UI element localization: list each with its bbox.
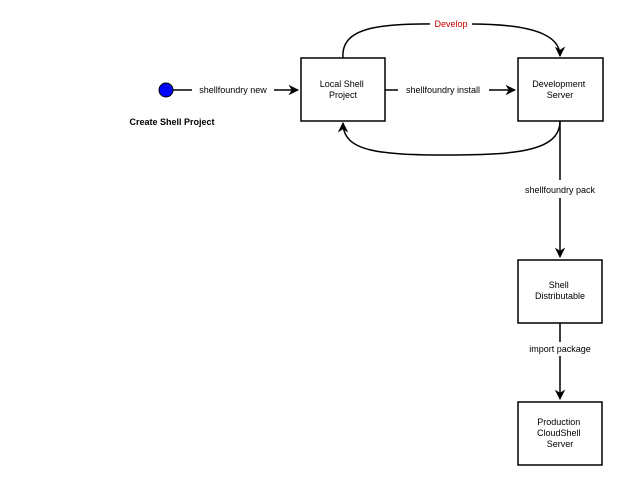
start-label: Create Shell Project bbox=[129, 117, 214, 127]
node-local-line-2: Project bbox=[329, 90, 358, 100]
node-dist-label: Shell Distributable bbox=[535, 280, 585, 301]
node-dev-label: Development Server bbox=[532, 79, 588, 100]
start-node bbox=[158, 82, 174, 98]
node-dev-line-1: Development bbox=[532, 79, 586, 89]
node-local-label: Local Shell Project bbox=[320, 79, 367, 100]
edge-new-label: shellfoundry new bbox=[199, 85, 267, 95]
edge-develop-label-bg bbox=[430, 17, 472, 31]
node-dev-line-2: Server bbox=[547, 90, 574, 100]
node-prod-line-2: CloudShell bbox=[537, 428, 581, 438]
edge-import-label: import package bbox=[529, 344, 591, 354]
node-production-server bbox=[517, 401, 603, 466]
node-development-server bbox=[517, 57, 604, 122]
node-dist-line-2: Distributable bbox=[535, 291, 585, 301]
node-local-line-1: Local Shell bbox=[320, 79, 364, 89]
node-prod-line-3: Server bbox=[547, 439, 574, 449]
node-local-shell-project bbox=[300, 57, 386, 122]
node-prod-line-1: Production bbox=[537, 417, 580, 427]
edge-return-curve bbox=[337, 120, 561, 156]
edge-install-label: shellfoundry install bbox=[406, 85, 480, 95]
edge-develop-label: Develop bbox=[434, 19, 467, 29]
node-dist-line-1: Shell bbox=[549, 280, 569, 290]
node-prod-label: Production CloudShell Server bbox=[537, 417, 583, 449]
edge-pack-label: shellfoundry pack bbox=[525, 185, 596, 195]
